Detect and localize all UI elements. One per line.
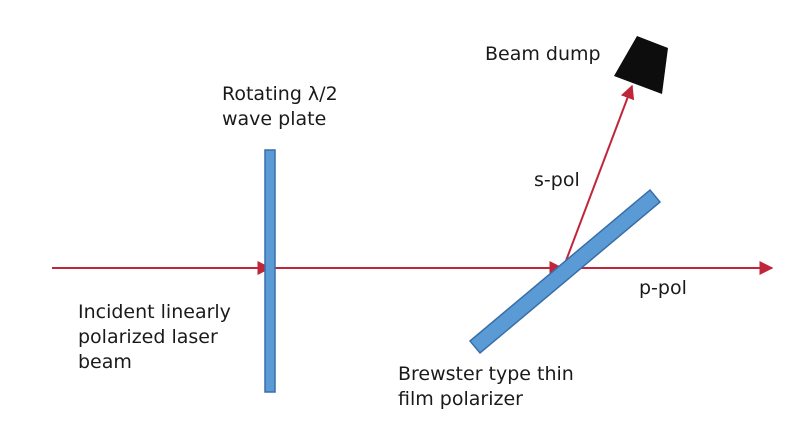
incident-label-line-2: polarized laser	[78, 326, 218, 348]
wave-plate-label: Rotating λ/2 wave plate	[222, 82, 338, 132]
thin-film-polarizer	[468, 188, 662, 355]
polarizer-label: Brewster type thin film polarizer	[398, 362, 574, 412]
s-pol-label: s-pol	[534, 169, 580, 191]
incident-label-line-1: Incident linearly	[78, 301, 231, 323]
p-pol-label: p-pol	[639, 277, 687, 299]
polarizer-label-line-1: Brewster type thin	[398, 363, 574, 385]
wave-plate	[264, 149, 276, 393]
incident-beam-label: Incident linearly polarized laser beam	[78, 300, 231, 375]
s-pol-beam	[563, 84, 635, 267]
wave-plate-label-line-1: Rotating λ/2	[222, 83, 338, 105]
wave-plate-label-line-2: wave plate	[222, 108, 327, 130]
polarizer-label-line-2: film polarizer	[398, 388, 523, 410]
beam-dump-icon	[614, 36, 668, 94]
beam-dump-label: Beam dump	[485, 43, 601, 65]
incident-label-line-3: beam	[78, 351, 132, 373]
